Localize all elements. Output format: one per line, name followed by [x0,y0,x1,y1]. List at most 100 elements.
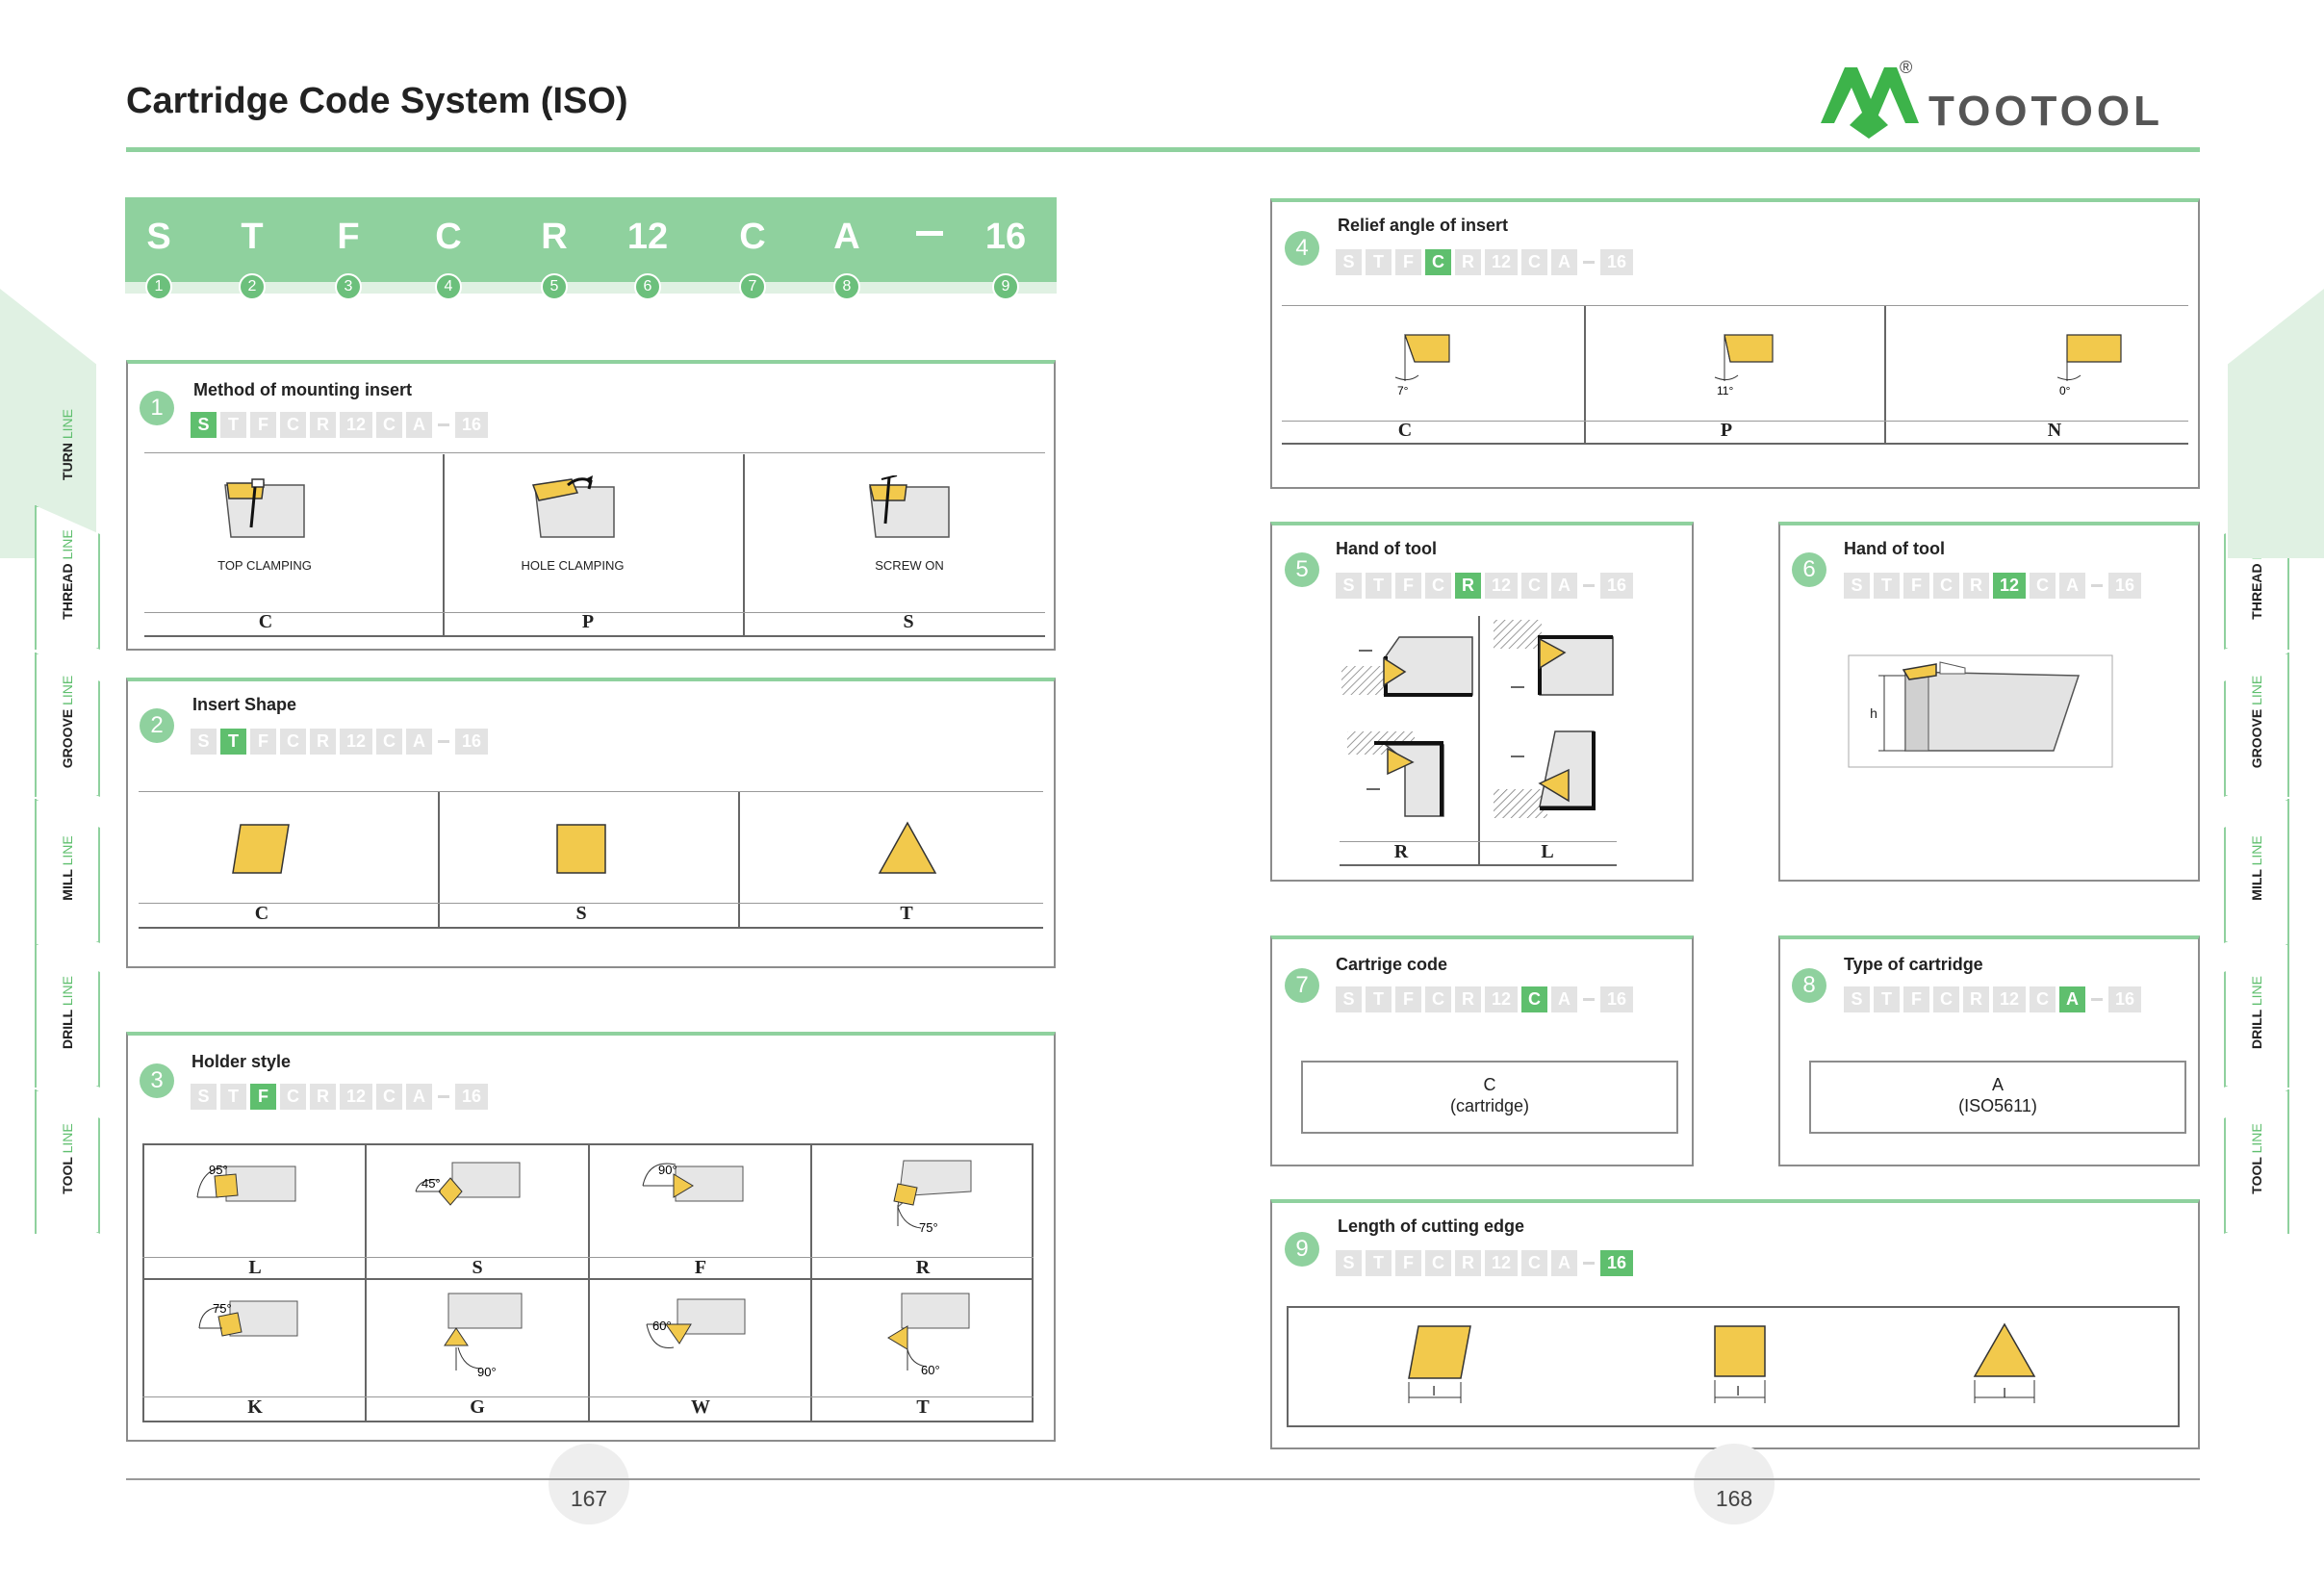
holder-angle-label: 90° [477,1365,497,1379]
code-box: T [1366,986,1392,1012]
side-tab-drill[interactable]: DRILL LINE [35,943,100,1088]
panel-title: Length of cutting edge [1338,1217,1524,1236]
panel-number: 1 [140,391,174,425]
side-tab-edge [35,943,37,1088]
code-position-number: 4 [435,273,462,300]
side-tab-thread[interactable]: THREAD LINE [35,505,100,650]
item-code: C [1397,420,1413,441]
code-box: C [1521,573,1547,599]
page-number-right: 168 [1715,1486,1753,1511]
panel-title: Cartrige code [1336,955,1448,974]
code-box: C [2030,573,2056,599]
code-box: C [2030,986,2056,1012]
side-tab-tool[interactable]: TOOL LINE [2224,1089,2289,1234]
side-tab-groove[interactable]: GROOVE LINE [35,653,100,797]
item-code: L [1541,841,1554,862]
side-tab-edge [2287,1089,2289,1234]
panel-insert-shape [126,678,1056,968]
panel-number: 9 [1285,1232,1319,1267]
code-dash [1583,261,1595,264]
side-tab-drill[interactable]: DRILL LINE [2224,943,2289,1088]
holder-angle-label: 60° [921,1363,940,1377]
code-position-number: 6 [634,273,661,300]
code-box: T [1366,1250,1392,1276]
side-tab-label-light: LINE [60,976,75,1007]
triangle-edge-icon [1973,1322,2036,1403]
registered-mark: ® [1900,58,1912,77]
code-dash [1583,1262,1595,1265]
code-box: S [1336,249,1362,275]
code-box: 16 [1600,573,1633,599]
holder-angle-label: 95° [209,1163,228,1177]
item-code: T [900,903,913,924]
code-box: T [1366,573,1392,599]
side-tab-label: GROOVE LINE [2249,650,2264,794]
code-box: R [1455,573,1481,599]
code-box: 12 [1485,986,1518,1012]
holder-style-diagram-icon: 90° [642,1163,744,1202]
edge-dimension-label: l [1736,1383,1740,1398]
code-box: 16 [1600,1250,1633,1276]
side-tab-tool[interactable]: TOOL LINE [35,1089,100,1234]
side-tab-label-light: LINE [2249,675,2264,705]
code-box: A [406,412,432,438]
panel-number: 6 [1792,552,1826,587]
item-code: S [472,1257,483,1278]
code-letter: C [435,217,462,257]
code-box: C [376,1084,402,1110]
side-tab-turn[interactable]: TURN LINE [35,375,100,520]
item-code: K [247,1396,263,1418]
code-box: C [1521,986,1547,1012]
relief-angle-label: 11° [1717,384,1733,397]
item-code: R [915,1257,931,1278]
panel-number: 7 [1285,968,1319,1003]
code-letter: S [146,217,171,257]
code-box: C [1425,986,1451,1012]
item-code: P [581,611,595,632]
code-box: F [250,412,276,438]
code-box: A [2059,986,2085,1012]
holder-angle-label: 75° [213,1301,232,1316]
code-box: R [1455,986,1481,1012]
item-caption: HOLE CLAMPING [521,558,625,573]
side-tab-groove[interactable]: GROOVE LINE [2224,653,2289,797]
side-tab-label: DRILL LINE [2249,940,2264,1085]
code-box: C [1425,573,1451,599]
edge-dimension-label: l [2003,1385,2006,1400]
code-box: A [1551,1250,1577,1276]
side-tab-label-light: LINE [60,1123,75,1154]
code-box: 16 [455,729,488,755]
side-tab-mill[interactable]: MILL LINE [35,799,100,943]
side-tab-label: MILL LINE [60,796,75,940]
code-box: S [191,1084,217,1110]
code-box: F [1903,573,1929,599]
side-tab-label-bold: DRILL [60,1010,75,1049]
panel-number: 8 [1792,968,1826,1003]
side-tab-label: THREAD LINE [60,502,75,647]
title-rule [126,147,2200,152]
panel-title: Method of mounting insert [193,380,412,399]
code-box: R [1455,1250,1481,1276]
footer-rule [126,1478,2200,1480]
side-tab-mill[interactable]: MILL LINE [2224,799,2289,943]
panel-title: Type of cartridge [1844,955,1983,974]
panel-number: 4 [1285,231,1319,266]
top-clamp-icon [224,478,305,538]
code-box: 16 [1600,249,1633,275]
side-tab-shape [35,943,100,1088]
item-code: S [575,903,587,924]
panel-title: Insert Shape [192,695,297,714]
relief-angle-icon: 11° [1714,334,1774,397]
code-box: C [376,412,402,438]
side-tab-label: TURN LINE [60,372,75,517]
code-position-number: 9 [992,273,1019,300]
panel-cartridge-type [1778,935,2200,1166]
side-tab-label: MILL LINE [2249,796,2264,940]
code-box: R [310,412,336,438]
item-code: F [694,1257,707,1278]
screw-on-icon [869,475,950,538]
